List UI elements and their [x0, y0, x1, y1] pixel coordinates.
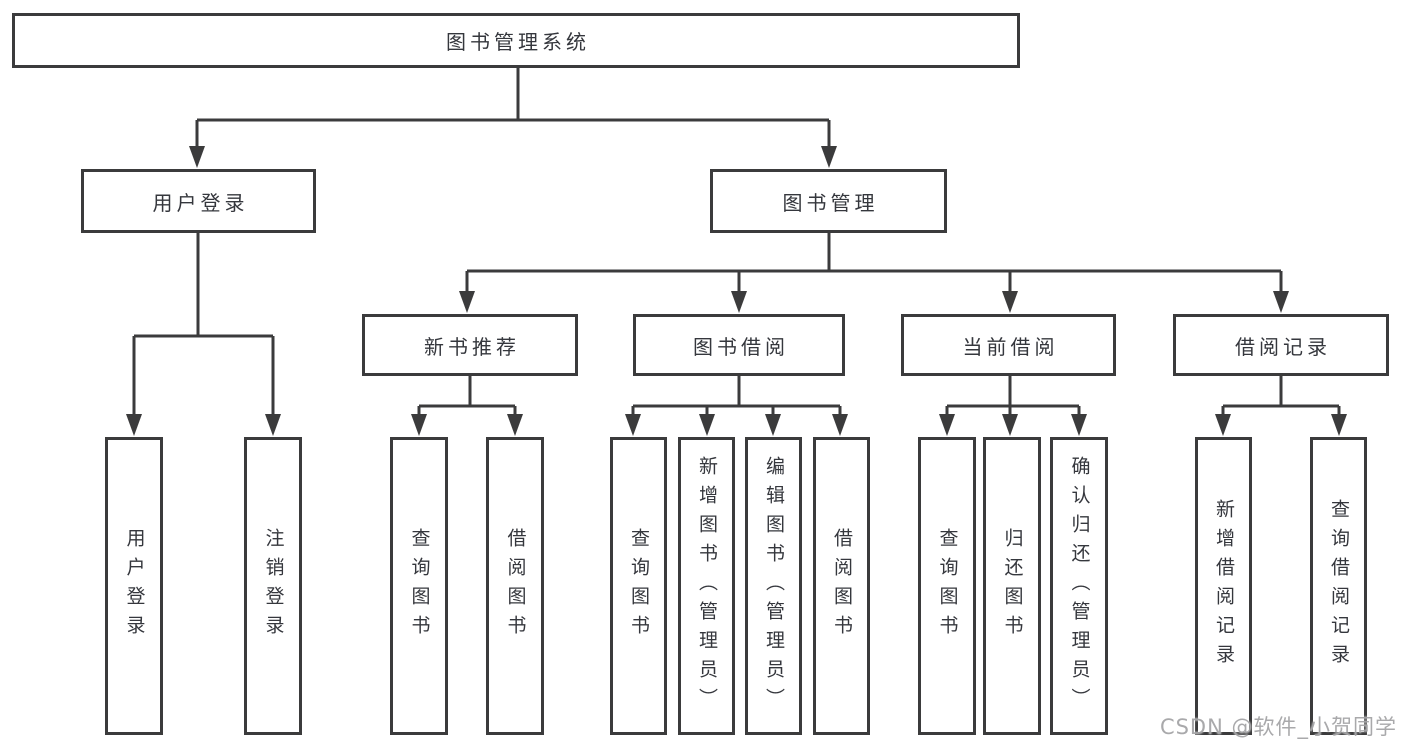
leaf-confirm-return-admin: 确认归还（管理员） — [1050, 437, 1108, 735]
node-label: 用户登录 — [152, 190, 249, 215]
node-label: 查询图书 — [936, 528, 959, 644]
node-label: 借阅图书 — [504, 528, 527, 644]
node-book-borrow: 图书借阅 — [633, 314, 845, 376]
node-label: 注销登录 — [262, 528, 285, 644]
leaf-borrow-books: 借阅图书 — [486, 437, 544, 735]
node-label: 查询借阅记录 — [1328, 499, 1350, 673]
node-label: 用户登录 — [123, 528, 146, 644]
node-label: 新书推荐 — [424, 334, 520, 359]
node-label: 查询图书 — [628, 528, 650, 644]
node-book-management: 图书管理 — [710, 169, 947, 233]
leaf-query-books: 查询图书 — [610, 437, 667, 735]
leaf-logout: 注销登录 — [244, 437, 302, 735]
node-current-borrow: 当前借阅 — [901, 314, 1116, 376]
watermark: CSDN @软件_小贺同学 — [1159, 715, 1397, 739]
node-label: 借阅图书 — [831, 528, 853, 644]
leaf-user-login: 用户登录 — [105, 437, 163, 735]
node-label: 图书管理系统 — [446, 30, 590, 54]
node-label: 图书管理 — [782, 190, 879, 215]
leaf-edit-book-admin: 编辑图书（管理员） — [745, 437, 802, 735]
node-borrow-records: 借阅记录 — [1173, 314, 1389, 376]
leaf-query-books: 查询图书 — [390, 437, 448, 735]
node-new-book-recommend: 新书推荐 — [362, 314, 578, 376]
leaf-add-borrow-record: 新增借阅记录 — [1195, 437, 1252, 735]
leaf-borrow-books: 借阅图书 — [813, 437, 870, 735]
node-label: 查询图书 — [408, 528, 431, 644]
node-label: 归还图书 — [1001, 528, 1024, 644]
leaf-query-borrow-record: 查询借阅记录 — [1310, 437, 1367, 735]
node-label: 编辑图书（管理员） — [763, 455, 785, 717]
node-label: 图书借阅 — [693, 334, 789, 359]
leaf-query-books: 查询图书 — [918, 437, 976, 735]
node-label: 当前借阅 — [962, 334, 1059, 359]
node-user-login: 用户登录 — [81, 169, 316, 233]
node-label: 借阅记录 — [1235, 334, 1331, 359]
leaf-return-books: 归还图书 — [983, 437, 1041, 735]
leaf-add-book-admin: 新增图书（管理员） — [678, 437, 735, 735]
node-label: 新增图书（管理员） — [696, 455, 718, 717]
node-label: 新增借阅记录 — [1213, 499, 1235, 673]
node-label: 确认归还（管理员） — [1068, 455, 1091, 717]
node-library-system: 图书管理系统 — [12, 13, 1020, 68]
